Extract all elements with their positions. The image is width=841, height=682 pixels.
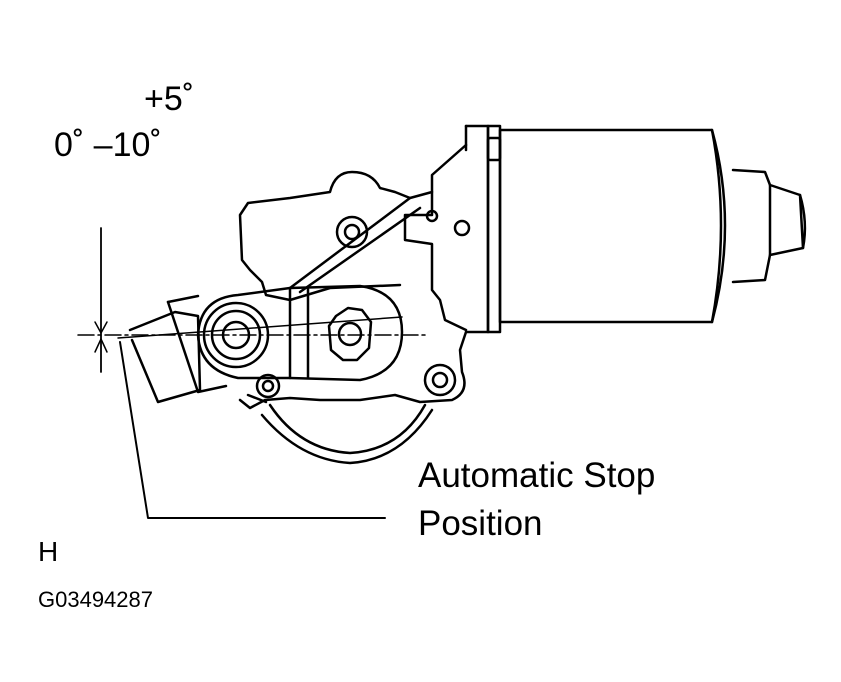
- reference-lines: [77, 227, 426, 373]
- leader-line: [119, 341, 386, 519]
- tolerance-upper: +5˚: [144, 80, 195, 118]
- linkage-block: [128, 294, 228, 404]
- callout-line-1: Automatic Stop: [418, 456, 656, 495]
- motor-housing: [498, 128, 807, 324]
- crank-arm: [196, 284, 404, 382]
- callout-line-2: Position: [418, 504, 543, 543]
- callout-label: Automatic Stop Position: [418, 452, 655, 548]
- figure-letter: H: [38, 536, 59, 567]
- gearbox-housing: [238, 143, 468, 465]
- figure-code: G03494287: [38, 587, 153, 612]
- motor-flange: [464, 124, 502, 334]
- tolerance-lower: 0˚ –10˚: [54, 126, 162, 164]
- mounting-bosses: [255, 209, 471, 399]
